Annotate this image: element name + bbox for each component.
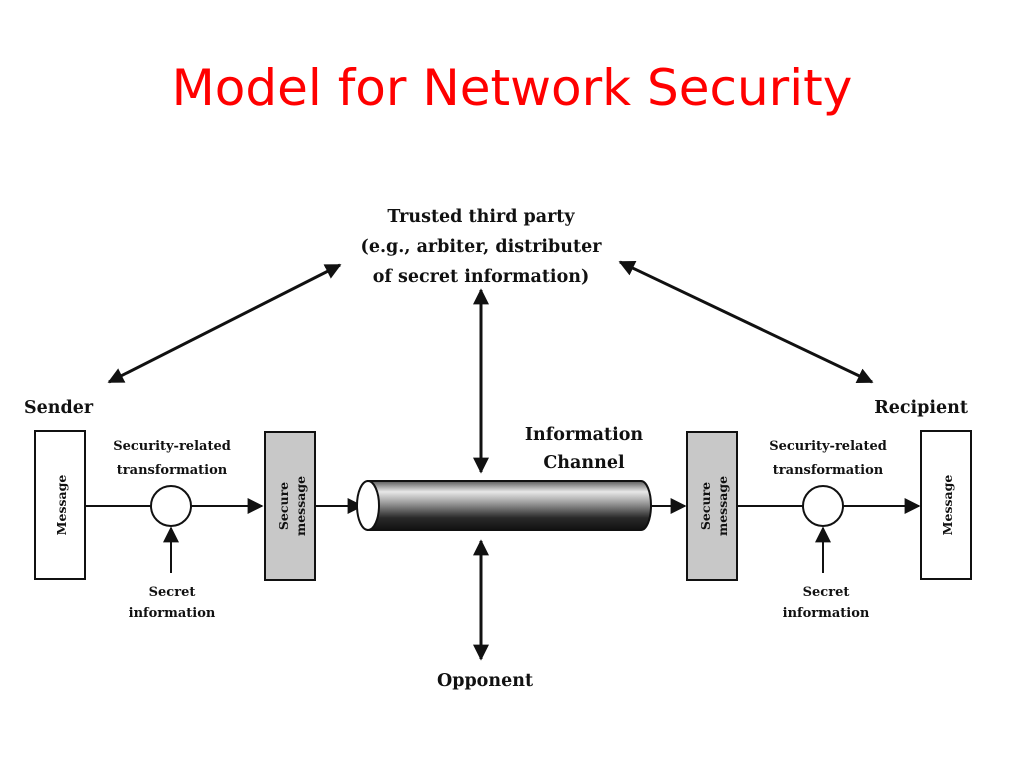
- recipient-secret-info-label: Secret information: [783, 585, 870, 621]
- recipient-transformation-line-2: transformation: [773, 463, 884, 478]
- recipient-secure-text-2: message: [715, 476, 730, 536]
- sender-message-box: Message: [34, 430, 86, 580]
- sender-label: Sender: [24, 398, 94, 418]
- sender-message-text: Message: [54, 475, 69, 536]
- sender-transformation-label: Security-related transformation: [113, 439, 231, 478]
- recipient-trusted-arrow: [618, 260, 874, 384]
- sender-trusted-arrow: [107, 263, 342, 384]
- sender-secure-text-1: Secure: [276, 482, 291, 530]
- recipient-label: Recipient: [874, 398, 968, 418]
- sender-transformation-line-1: Security-related: [113, 439, 231, 454]
- recipient-secure-message-box: Secure message: [686, 431, 738, 581]
- information-channel-label: Information Channel: [525, 425, 644, 473]
- channel-label-line-2: Channel: [543, 453, 625, 473]
- recipient-transformation-line-1: Security-related: [769, 439, 887, 454]
- trusted-third-party-line-2: (e.g., arbiter, distributer: [361, 237, 603, 257]
- recipient-secret-line-2: information: [783, 606, 870, 621]
- opponent-label: Opponent: [437, 671, 533, 691]
- recipient-transformation-label: Security-related transformation: [769, 439, 887, 478]
- recipient-secure-text-1: Secure: [698, 482, 713, 530]
- page-title: Model for Network Security: [171, 59, 853, 117]
- sender-secure-text-2: message: [293, 476, 308, 536]
- trusted-third-party-line-3: of secret information): [373, 267, 590, 287]
- recipient-message-text: Message: [940, 475, 955, 536]
- trusted-third-party: Trusted third party (e.g., arbiter, dist…: [361, 207, 603, 287]
- sender-secure-message-box: Secure message: [264, 431, 316, 581]
- sender-secret-info-label: Secret information: [129, 585, 216, 621]
- recipient-secret-line-1: Secret: [803, 585, 850, 600]
- recipient-message-box: Message: [920, 430, 972, 580]
- channel-label-line-1: Information: [525, 425, 644, 445]
- sender-secret-line-1: Secret: [149, 585, 196, 600]
- recipient-transformation-circle: [802, 485, 844, 527]
- trusted-third-party-line-1: Trusted third party: [387, 207, 575, 227]
- sender-secret-line-2: information: [129, 606, 216, 621]
- sender-transformation-line-2: transformation: [117, 463, 228, 478]
- sender-transformation-circle: [150, 485, 192, 527]
- information-channel-pipe: [356, 480, 652, 531]
